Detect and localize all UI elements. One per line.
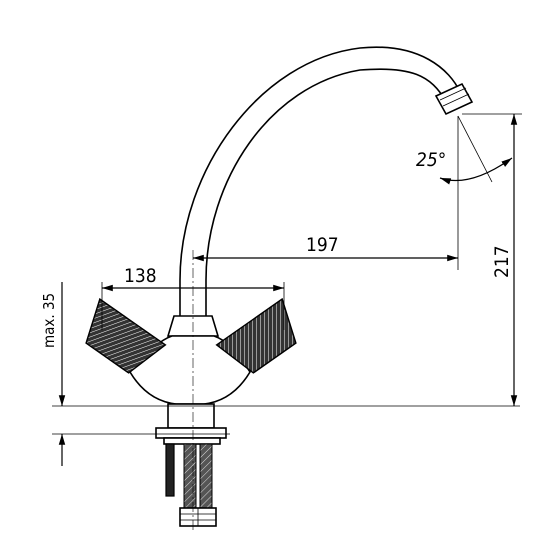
aerator-nozzle [434, 82, 474, 116]
mounting-shank [155, 403, 227, 527]
dimension-217-label: 217 [491, 245, 513, 278]
dimension-max35-label: max. 35 [40, 293, 58, 348]
dimension-max35: max. 35 [40, 282, 66, 466]
dimension-197: 197 [193, 116, 459, 270]
angle-25-label: 25° [416, 149, 446, 171]
left-handle [85, 297, 167, 374]
spout [179, 46, 474, 321]
dimension-197-label: 197 [306, 234, 339, 256]
dimension-138-label: 138 [124, 265, 157, 287]
dimension-138: 138 [101, 265, 285, 330]
dimension-217: 217 [462, 113, 522, 406]
angle-25: 25° [416, 115, 513, 185]
valve-body [129, 335, 251, 405]
right-handle [215, 297, 297, 374]
